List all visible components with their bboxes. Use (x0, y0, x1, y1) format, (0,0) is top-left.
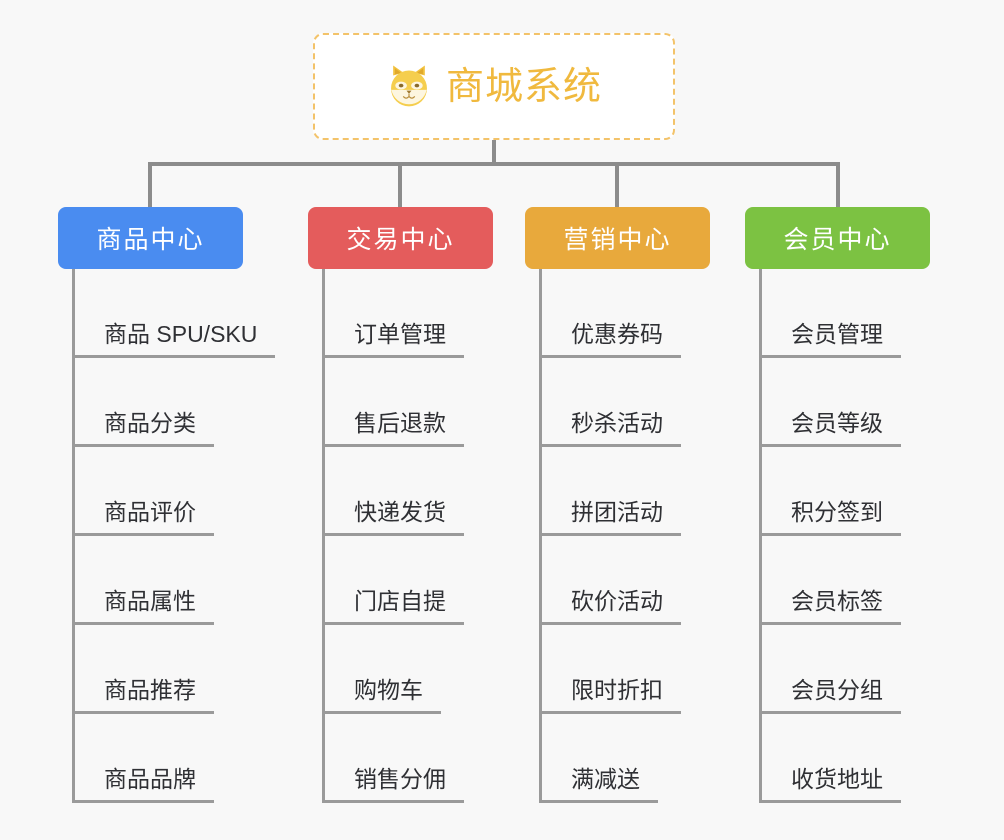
leaf-label: 收货地址 (759, 766, 901, 803)
list-item[interactable]: 商品属性 (58, 536, 275, 625)
connector-drop-1 (148, 162, 152, 207)
list-item[interactable]: 购物车 (308, 625, 493, 714)
category-header-4[interactable]: 会员中心 (745, 207, 930, 269)
category-label-4: 会员中心 (783, 226, 892, 254)
list-item[interactable]: 快递发货 (308, 447, 493, 536)
leaf-label: 秒杀活动 (539, 410, 681, 447)
connector-drop-4 (836, 162, 840, 207)
leaf-label: 商品属性 (72, 588, 214, 625)
list-item[interactable]: 门店自提 (308, 536, 493, 625)
leaf-label: 快递发货 (322, 499, 464, 536)
list-item[interactable]: 订单管理 (308, 269, 493, 358)
connector-trunk-2 (322, 269, 325, 803)
category-header-1[interactable]: 商品中心 (58, 207, 243, 269)
leaf-label: 满减送 (539, 766, 658, 803)
leaf-label: 商品推荐 (72, 677, 214, 714)
list-item[interactable]: 会员分组 (745, 625, 930, 714)
leaf-label: 会员分组 (759, 677, 901, 714)
leaf-label: 商品分类 (72, 410, 214, 447)
list-item[interactable]: 限时折扣 (525, 625, 710, 714)
category-label-2: 交易中心 (346, 226, 455, 254)
leaf-label: 订单管理 (322, 321, 464, 358)
leaf-label: 商品品牌 (72, 766, 214, 803)
root-title: 商城系统 (445, 65, 602, 108)
list-item[interactable]: 商品分类 (58, 358, 275, 447)
connector-trunk-1 (72, 269, 75, 803)
branch-column-2: 交易中心 订单管理 售后退款 快递发货 门店自提 购物车 销售分佣 (308, 207, 493, 803)
connector-trunk-4 (759, 269, 762, 803)
list-item[interactable]: 销售分佣 (308, 714, 493, 803)
connector-trunk-3 (539, 269, 542, 803)
category-header-3[interactable]: 营销中心 (525, 207, 710, 269)
list-item[interactable]: 会员管理 (745, 269, 930, 358)
list-item[interactable]: 满减送 (525, 714, 710, 803)
list-item[interactable]: 售后退款 (308, 358, 493, 447)
dog-face-icon (386, 64, 432, 110)
list-item[interactable]: 会员等级 (745, 358, 930, 447)
list-item[interactable]: 拼团活动 (525, 447, 710, 536)
leaf-label: 砍价活动 (539, 588, 681, 625)
leaf-label: 销售分佣 (322, 766, 464, 803)
category-label-1: 商品中心 (96, 226, 205, 254)
category-label-3: 营销中心 (563, 226, 672, 254)
leaf-label: 门店自提 (322, 588, 464, 625)
branch-column-1: 商品中心 商品 SPU/SKU 商品分类 商品评价 商品属性 商品推荐 商品品牌 (58, 207, 276, 803)
leaf-label: 拼团活动 (539, 499, 681, 536)
list-item[interactable]: 商品品牌 (58, 714, 275, 803)
list-item[interactable]: 优惠券码 (525, 269, 710, 358)
connector-drop-3 (615, 162, 619, 207)
leaf-label: 商品评价 (72, 499, 214, 536)
connector-horizontal-bus (148, 162, 840, 166)
list-item[interactable]: 商品 SPU/SKU (58, 269, 276, 358)
leaf-label: 会员管理 (759, 321, 901, 358)
leaf-label: 会员等级 (759, 410, 901, 447)
branch-column-4: 会员中心 会员管理 会员等级 积分签到 会员标签 会员分组 收货地址 (745, 207, 930, 803)
category-header-2[interactable]: 交易中心 (308, 207, 493, 269)
leaf-label: 购物车 (322, 677, 441, 714)
list-item[interactable]: 商品推荐 (58, 625, 275, 714)
list-item[interactable]: 秒杀活动 (525, 358, 710, 447)
list-item[interactable]: 会员标签 (745, 536, 930, 625)
leaf-label: 售后退款 (322, 410, 464, 447)
list-item[interactable]: 商品评价 (58, 447, 275, 536)
connector-root-stem (492, 140, 496, 164)
leaf-label: 限时折扣 (539, 677, 681, 714)
leaf-label: 积分签到 (759, 499, 901, 536)
list-item[interactable]: 积分签到 (745, 447, 930, 536)
list-item[interactable]: 收货地址 (745, 714, 930, 803)
leaf-list-3: 优惠券码 秒杀活动 拼团活动 砍价活动 限时折扣 满减送 (525, 269, 710, 803)
leaf-label: 优惠券码 (539, 321, 681, 358)
list-item[interactable]: 砍价活动 (525, 536, 710, 625)
leaf-label: 会员标签 (759, 588, 901, 625)
branch-column-3: 营销中心 优惠券码 秒杀活动 拼团活动 砍价活动 限时折扣 满减送 (525, 207, 710, 803)
root-node[interactable]: 商城系统 (313, 33, 675, 140)
connector-drop-2 (398, 162, 402, 207)
leaf-list-4: 会员管理 会员等级 积分签到 会员标签 会员分组 收货地址 (745, 269, 930, 803)
leaf-label: 商品 SPU/SKU (72, 321, 276, 358)
leaf-list-1: 商品 SPU/SKU 商品分类 商品评价 商品属性 商品推荐 商品品牌 (58, 269, 276, 803)
leaf-list-2: 订单管理 售后退款 快递发货 门店自提 购物车 销售分佣 (308, 269, 493, 803)
